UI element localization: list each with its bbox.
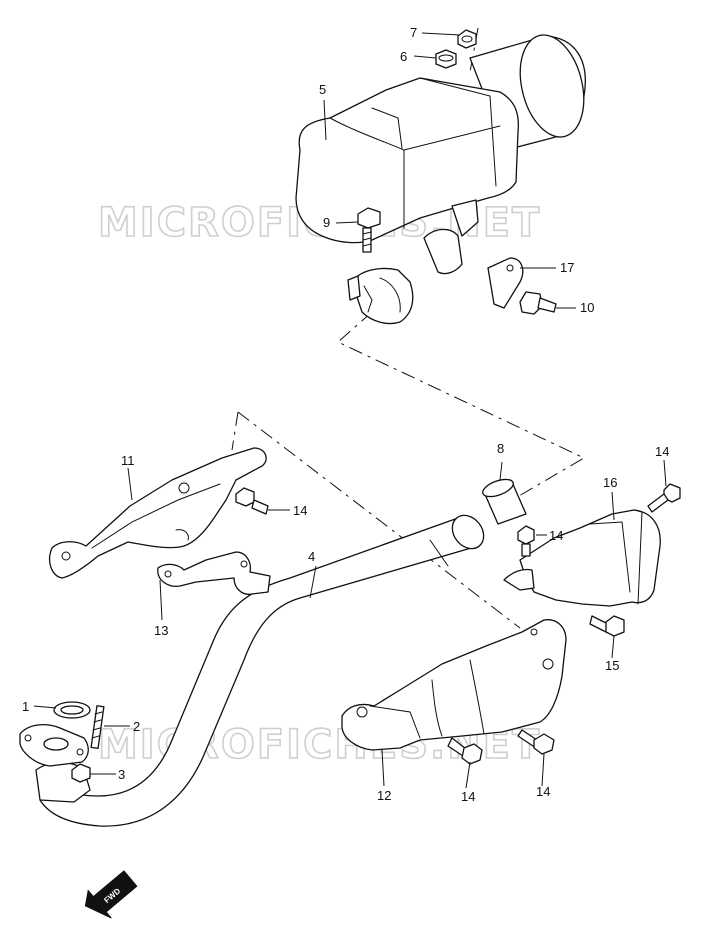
callout-15: 15 — [605, 658, 619, 673]
callout-6: 6 — [400, 49, 407, 64]
bracket-17 — [487, 257, 524, 309]
callout-9: 9 — [323, 215, 330, 230]
bolt-10 — [519, 291, 557, 315]
muffler — [295, 34, 586, 325]
exhaust-pipe — [35, 514, 485, 827]
fwd-arrow-icon: FWD — [84, 870, 138, 919]
heat-shield-12 — [341, 619, 567, 751]
callouts: 7 6 5 9 17 10 8 14 16 11 14 4 14 13 15 1… — [22, 25, 669, 804]
heat-shield-16 — [503, 509, 661, 607]
leader-lines — [33, 32, 667, 789]
bolt-14-lower-left — [447, 737, 483, 765]
callout-1: 1 — [22, 699, 29, 714]
gasket-sleeve-8 — [482, 478, 527, 525]
exhaust-flange — [19, 723, 89, 767]
bolt-14-lower-right — [517, 729, 555, 755]
callout-14-center: 14 — [549, 528, 563, 543]
gasket-1 — [53, 701, 91, 719]
nut-3 — [71, 763, 91, 783]
bolt-14-left — [235, 487, 269, 515]
stud-2 — [90, 705, 105, 750]
bolt-9 — [357, 207, 381, 253]
assembly-guide-lines — [231, 27, 586, 629]
callout-17: 17 — [560, 260, 574, 275]
callout-13: 13 — [154, 623, 168, 638]
bolt-15 — [589, 615, 625, 637]
bracket-13 — [157, 551, 271, 595]
callout-4: 4 — [308, 549, 315, 564]
callout-14-lower-left: 14 — [461, 789, 475, 804]
callout-14-left: 14 — [293, 503, 307, 518]
callout-8: 8 — [497, 441, 504, 456]
callout-5: 5 — [319, 82, 326, 97]
bolt-14-center — [517, 525, 535, 557]
callout-2: 2 — [133, 719, 140, 734]
callout-14-lower-right: 14 — [536, 784, 550, 799]
callout-10: 10 — [580, 300, 594, 315]
callout-7: 7 — [410, 25, 417, 40]
grommet-6 — [435, 49, 457, 69]
callout-14-upper-right: 14 — [655, 444, 669, 459]
callout-11: 11 — [121, 453, 135, 468]
callout-3: 3 — [118, 767, 125, 782]
bolt-14-upper-right — [647, 483, 681, 513]
heat-shield-11 — [48, 447, 267, 579]
nut-7 — [457, 29, 477, 49]
callout-12: 12 — [377, 788, 391, 803]
callout-16: 16 — [603, 475, 617, 490]
